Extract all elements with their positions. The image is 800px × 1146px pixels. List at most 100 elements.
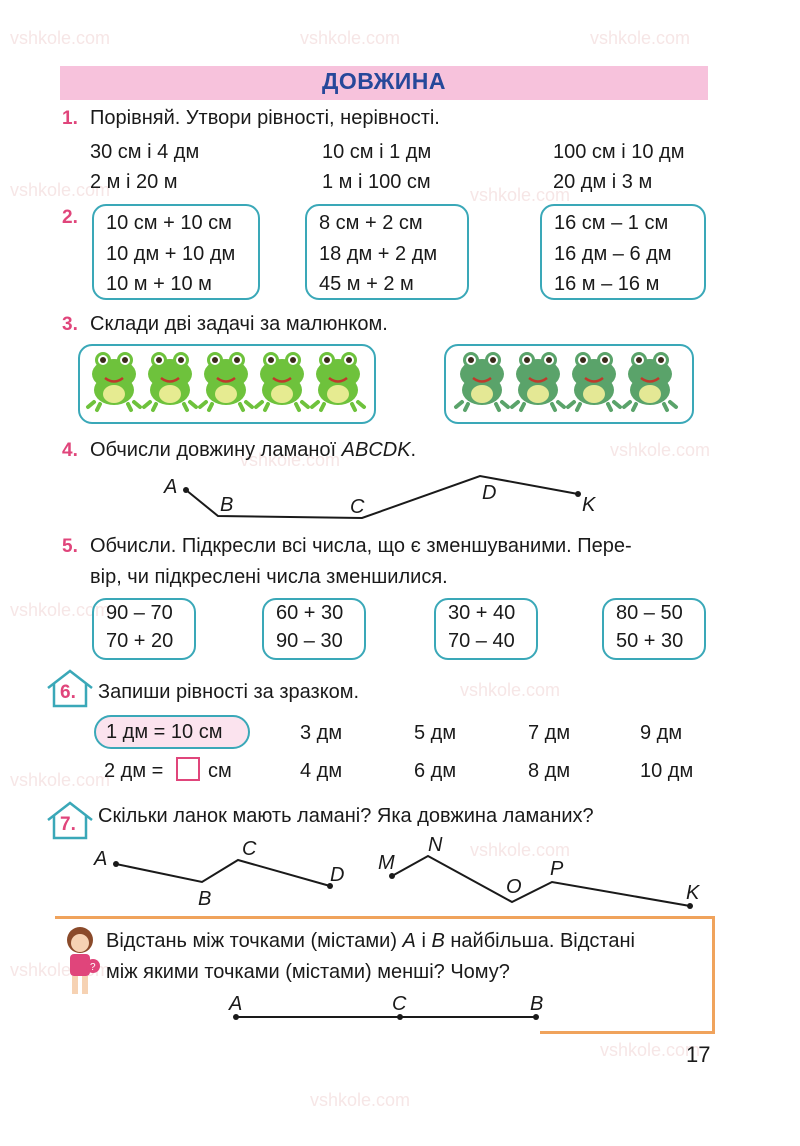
frogs-box-left	[78, 344, 376, 424]
task-number: 6.	[60, 682, 76, 703]
expression: 16 дм – 6 дм	[554, 243, 672, 265]
task-text: вір, чи підкреслені числа зменшилися.	[90, 566, 448, 588]
expression: 8 см + 2 см	[319, 212, 423, 234]
sample-pill	[94, 715, 250, 749]
frame-right	[712, 916, 715, 1034]
task-text: Скільки ланок мають ламані? Яка довжина …	[98, 805, 594, 827]
point-label: C	[350, 496, 365, 518]
point-label: K	[686, 882, 700, 904]
watermark: vshkole.com	[610, 440, 711, 460]
expression: 10 дм + 10 дм	[106, 243, 236, 265]
expression-box: 80 – 50 50 + 30	[602, 598, 706, 660]
unit-item: 6 дм	[414, 760, 457, 782]
expression-box: 8 см + 2 см 18 дм + 2 дм 45 м + 2 м	[305, 204, 469, 300]
expression: 10 см + 10 см	[106, 212, 232, 234]
watermark: vshkole.com	[600, 1040, 701, 1060]
unit-item: 7 дм	[528, 722, 571, 744]
compare-item: 2 м і 20 м	[90, 171, 178, 193]
expression-box: 30 + 40 70 – 40	[434, 598, 538, 660]
extra-task-text: між якими точками (містами) менші? Чому?	[106, 961, 510, 983]
watermark: vshkole.com	[470, 185, 571, 205]
unit-item: 3 дм	[300, 722, 343, 744]
task-number: 3.	[62, 314, 78, 335]
point-label: A	[229, 993, 243, 1015]
watermark: vshkole.com	[10, 28, 111, 48]
frogs-box-right	[444, 344, 694, 424]
answer-box[interactable]	[176, 757, 200, 781]
task-text: Запиши рівності за зразком.	[98, 681, 360, 703]
page-title: ДОВЖИНА	[321, 68, 447, 94]
point-label: M	[378, 852, 395, 874]
text-part: Відстань між точками (містами)	[106, 930, 403, 952]
task-number: 5.	[62, 536, 78, 557]
expression: 90 – 70	[106, 602, 173, 624]
task-text-part: Обчисли довжину ламаної	[90, 439, 342, 461]
watermark: vshkole.com	[470, 840, 571, 860]
watermark: vshkole.com	[240, 450, 341, 470]
point-label: D	[330, 864, 345, 886]
sample-equation: 1 дм = 10 см	[106, 721, 223, 743]
unit-item: 9 дм	[640, 722, 683, 744]
watermark: vshkole.com	[310, 1090, 411, 1110]
point-label: K	[582, 494, 596, 516]
task-text: Порівняй. Утвори рівності, нерівності.	[90, 107, 440, 129]
point-label: C	[242, 838, 257, 860]
expression: 70 + 20	[106, 630, 174, 652]
expression: 16 см – 1 см	[554, 212, 669, 234]
text-part: і	[415, 930, 432, 952]
point-label: P	[550, 858, 564, 880]
point-label: N	[428, 834, 443, 856]
equation-prefix: 2 дм =	[104, 760, 164, 782]
girl-icon: ?	[67, 927, 100, 994]
point-label: A	[94, 848, 108, 870]
compare-item: 1 м і 100 см	[322, 171, 431, 193]
unit-item: 10 дм	[640, 760, 694, 782]
unit-item: 4 дм	[300, 760, 343, 782]
task-number: 1.	[62, 108, 78, 129]
expression: 70 – 40	[448, 630, 515, 652]
expression: 16 м – 16 м	[554, 273, 660, 295]
watermark: vshkole.com	[10, 180, 111, 200]
home-icon	[47, 669, 93, 708]
title-bar	[60, 66, 708, 100]
equation-suffix: см	[208, 760, 232, 782]
task-text: Обчисли. Підкресли всі числа, що є зменш…	[90, 535, 632, 557]
frame-bottom	[540, 1031, 715, 1034]
home-icon	[47, 801, 93, 840]
expression-box: 16 см – 1 см 16 дм – 6 дм 16 м – 16 м	[540, 204, 706, 300]
expression: 50 + 30	[616, 630, 684, 652]
point-label: D	[482, 482, 497, 504]
expression-box: 60 + 30 90 – 30	[262, 598, 366, 660]
task-number: 2.	[62, 207, 78, 228]
watermark: vshkole.com	[460, 680, 561, 700]
svg-text:?: ?	[90, 962, 96, 973]
page-number: 17	[686, 1042, 711, 1067]
point-label: B	[220, 494, 234, 516]
point-label: B	[530, 993, 544, 1015]
point-name: B	[431, 930, 445, 952]
point-label: C	[392, 993, 407, 1015]
compare-item: 30 см і 4 дм	[90, 141, 200, 163]
expression: 18 дм + 2 дм	[319, 243, 438, 265]
point-label: B	[198, 888, 212, 910]
expression-box: 90 – 70 70 + 20	[92, 598, 196, 660]
expression: 80 – 50	[616, 602, 683, 624]
compare-item: 10 см і 1 дм	[322, 141, 432, 163]
expression: 10 м + 10 м	[106, 273, 212, 295]
task-number: 7.	[60, 814, 76, 835]
task-text-part: .	[410, 439, 417, 461]
point-label: O	[506, 876, 522, 898]
task-text: Склади дві задачі за малюнком.	[90, 313, 388, 335]
expression-box: 10 см + 10 см 10 дм + 10 дм 10 м + 10 м	[92, 204, 260, 300]
point-label: A	[164, 476, 178, 498]
watermark: vshkole.com	[10, 600, 111, 620]
expression: 60 + 30	[276, 602, 344, 624]
watermark: vshkole.com	[300, 28, 401, 48]
extra-task-text: Відстань між точками (містами) A і B най…	[106, 930, 635, 953]
text-part: найбільша. Відстані	[444, 930, 635, 952]
compare-item: 20 дм і 3 м	[553, 171, 653, 193]
unit-item: 5 дм	[414, 722, 457, 744]
